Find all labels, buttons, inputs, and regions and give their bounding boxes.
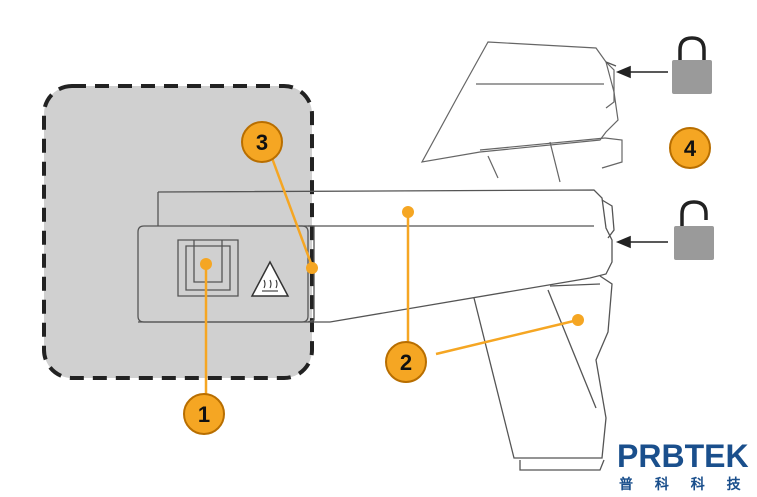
brand-subtitle: 普 科 科 技 [619, 476, 750, 492]
leader-dot-3 [306, 262, 318, 274]
brand-name: PRBTEK [617, 438, 749, 474]
leader-lines [204, 157, 579, 400]
callout-3-label: 3 [256, 130, 268, 155]
callout-4: 4 [669, 127, 711, 169]
leader-dot-1 [200, 258, 212, 270]
callout-2-label: 2 [400, 350, 412, 375]
leader-dot-2a [402, 206, 414, 218]
brand-logo: PRBTEK 普 科 科 技 [617, 438, 750, 492]
leader-dots [200, 206, 584, 326]
device-background-view [420, 41, 623, 183]
padlock-open-icon [674, 200, 714, 260]
lock-arrows [615, 65, 668, 249]
highlight-region [42, 84, 314, 380]
callout-4-label: 4 [684, 136, 697, 161]
callout-1: 1 [183, 393, 225, 435]
hot-surface-warning-icon [250, 260, 290, 297]
leader-dot-2b [572, 314, 584, 326]
padlock-closed-icon [672, 36, 712, 94]
callout-2: 2 [385, 341, 427, 383]
callout-3: 3 [241, 121, 283, 163]
callout-1-label: 1 [198, 402, 210, 427]
